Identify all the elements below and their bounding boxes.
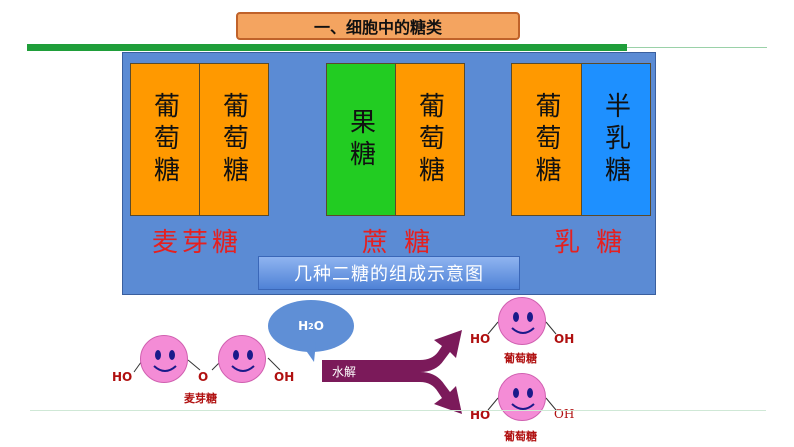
maltose-label: 麦芽糖 <box>152 228 243 258</box>
glucose-face-icon <box>140 335 188 383</box>
glycosidic-oxygen: O <box>198 370 209 384</box>
glucose-molecule-label: 葡萄糖 <box>504 430 537 443</box>
green-divider <box>27 44 627 51</box>
glucose-block: 葡萄糖 <box>511 63 582 216</box>
section-title: 一、细胞中的糖类 <box>236 12 520 40</box>
glucose-face-icon <box>218 335 266 383</box>
thin-divider <box>627 47 767 48</box>
ho-group: HO <box>470 332 491 346</box>
bubble-tail <box>300 342 316 362</box>
maltose-molecule-label: 麦芽糖 <box>184 392 217 405</box>
diagram-caption: 几种二糖的组成示意图 <box>258 256 520 290</box>
water-h: H <box>298 319 309 333</box>
ho-group: HO <box>470 408 491 422</box>
glucose-face-icon <box>498 373 546 421</box>
galactose-block: 半乳糖 <box>581 63 651 216</box>
split-arrow-icon <box>400 330 462 414</box>
glucose-block: 葡萄糖 <box>130 63 200 216</box>
glucose-bonds <box>487 397 557 411</box>
glucose-block: 葡萄糖 <box>395 63 465 216</box>
water-o: O <box>313 319 324 333</box>
fructose-block: 果糖 <box>326 63 396 216</box>
oh-group: OH <box>274 370 295 384</box>
glucose-block: 葡萄糖 <box>199 63 269 216</box>
oh-group: OH <box>554 332 575 346</box>
lactose-label: 乳 糖 <box>554 228 627 258</box>
footer-divider <box>30 410 766 411</box>
glucose-bonds <box>487 321 557 335</box>
glucose-face-icon <box>498 297 546 345</box>
ho-group: HO <box>112 370 133 384</box>
sucrose-label: 蔗 糖 <box>362 228 435 258</box>
glucose-molecule-label: 葡萄糖 <box>504 352 537 365</box>
water-sub: 2 <box>308 321 314 331</box>
hydrolysis-label: 水解 <box>322 360 410 382</box>
